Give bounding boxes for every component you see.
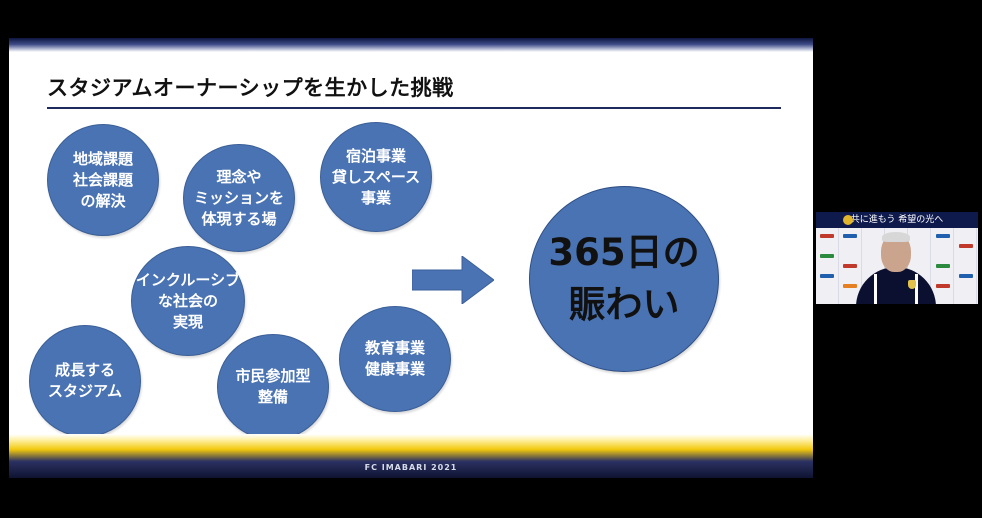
right-arrow-icon bbox=[412, 256, 494, 304]
participant-video-thumbnail[interactable]: 共に進もう 希望の光へ bbox=[816, 212, 978, 304]
bubble-inclusive: インクルーシブ な社会の 実現 bbox=[131, 246, 245, 356]
club-emblem-icon bbox=[843, 215, 853, 225]
bubble-growing-stadium: 成長する スタジアム bbox=[29, 325, 141, 437]
slide-footer: FC IMABARI 2021 bbox=[364, 463, 458, 472]
bubble-education-health: 教育事業 健康事業 bbox=[339, 306, 451, 412]
shared-presentation-slide: スタジアムオーナーシップを生かした挑戦 地域課題 社会課題 の解決 理念や ミッ… bbox=[9, 38, 813, 478]
bubble-lodging: 宿泊事業 貸しスペース 事業 bbox=[320, 122, 432, 232]
bubble-mission: 理念や ミッションを 体現する場 bbox=[183, 144, 295, 252]
bubble-regional-issues: 地域課題 社会課題 の解決 bbox=[47, 124, 159, 236]
slide-title: スタジアムオーナーシップを生かした挑戦 bbox=[47, 76, 454, 100]
bubble-citizen-participation: 市民参加型 整備 bbox=[217, 334, 329, 440]
slide-bottom-band bbox=[9, 434, 813, 478]
title-divider bbox=[47, 107, 781, 109]
webcam-banner: 共に進もう 希望の光へ bbox=[816, 212, 978, 228]
bubble-365-days: 365日の 賑わい bbox=[529, 186, 719, 372]
participant-hair bbox=[882, 232, 910, 242]
jersey-badge-icon bbox=[908, 280, 916, 289]
slide-top-band bbox=[9, 38, 813, 52]
